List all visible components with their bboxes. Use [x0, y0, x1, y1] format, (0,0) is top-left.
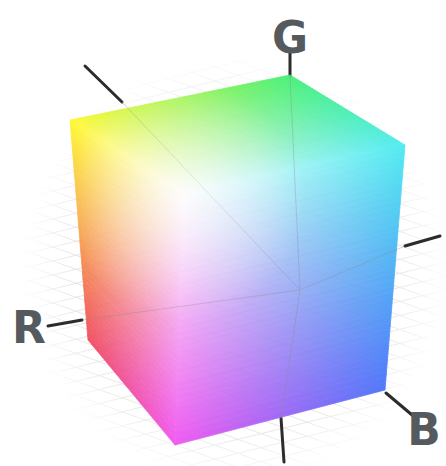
axis-label: B [407, 408, 441, 452]
axis-label: R [12, 306, 46, 350]
axis-label: G [272, 16, 308, 60]
